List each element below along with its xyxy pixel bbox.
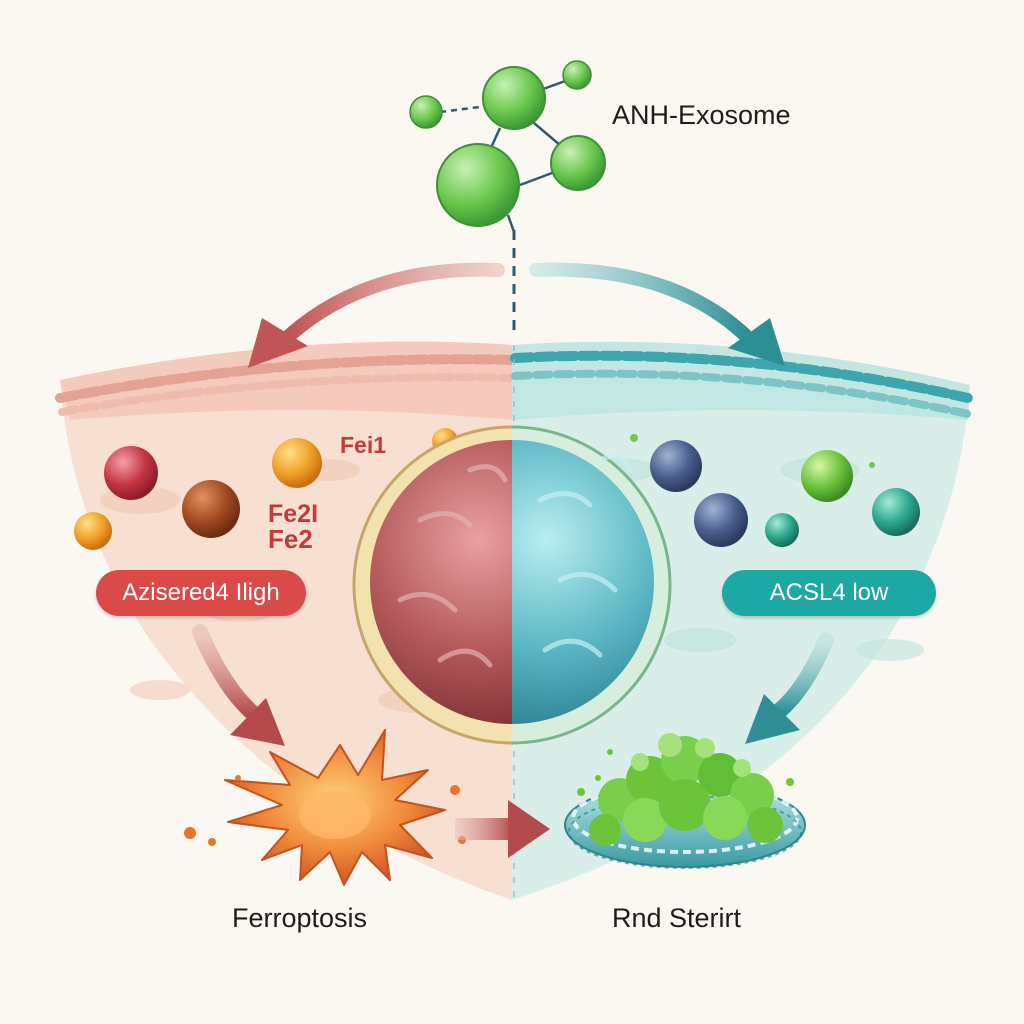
iron-label: Fei1 xyxy=(340,432,387,458)
iron-label: Fe2 xyxy=(268,524,313,554)
iron-molecule xyxy=(74,512,112,550)
molecule xyxy=(801,450,853,502)
ferroptosis-label: Ferroptosis xyxy=(232,903,368,933)
exosome-sphere xyxy=(550,135,606,191)
molecule xyxy=(872,488,920,536)
arrow-down-right xyxy=(745,632,834,744)
acsl4-low-badge: ACSL4 low xyxy=(722,570,936,616)
molecule xyxy=(765,513,799,547)
central-cell xyxy=(352,425,672,745)
exosome-sphere xyxy=(482,66,546,130)
iron-molecule xyxy=(182,480,240,538)
exosome-sphere xyxy=(409,95,443,129)
arrow-middle xyxy=(455,800,550,858)
molecule xyxy=(650,440,702,492)
iron-molecule xyxy=(104,446,158,500)
regenerated-cluster xyxy=(564,733,806,869)
iron-molecule xyxy=(272,438,322,488)
outcome-label: Rnd Sterirt xyxy=(612,903,742,933)
exosome-cluster xyxy=(409,60,606,233)
ferroptosis-cell xyxy=(184,729,466,886)
exosome-sphere xyxy=(562,60,592,90)
exosome-label: ANH-Exosome xyxy=(612,100,791,130)
exosome-sphere xyxy=(436,143,520,227)
right-molecules xyxy=(630,434,920,547)
iron-label: Fe2I xyxy=(268,500,319,528)
molecule xyxy=(694,493,748,547)
arrow-to-left xyxy=(248,262,505,368)
arrow-to-right xyxy=(529,262,785,366)
acsl4-high-badge: Azisered4 Iligh xyxy=(96,570,306,616)
arrow-down-left xyxy=(192,624,285,746)
